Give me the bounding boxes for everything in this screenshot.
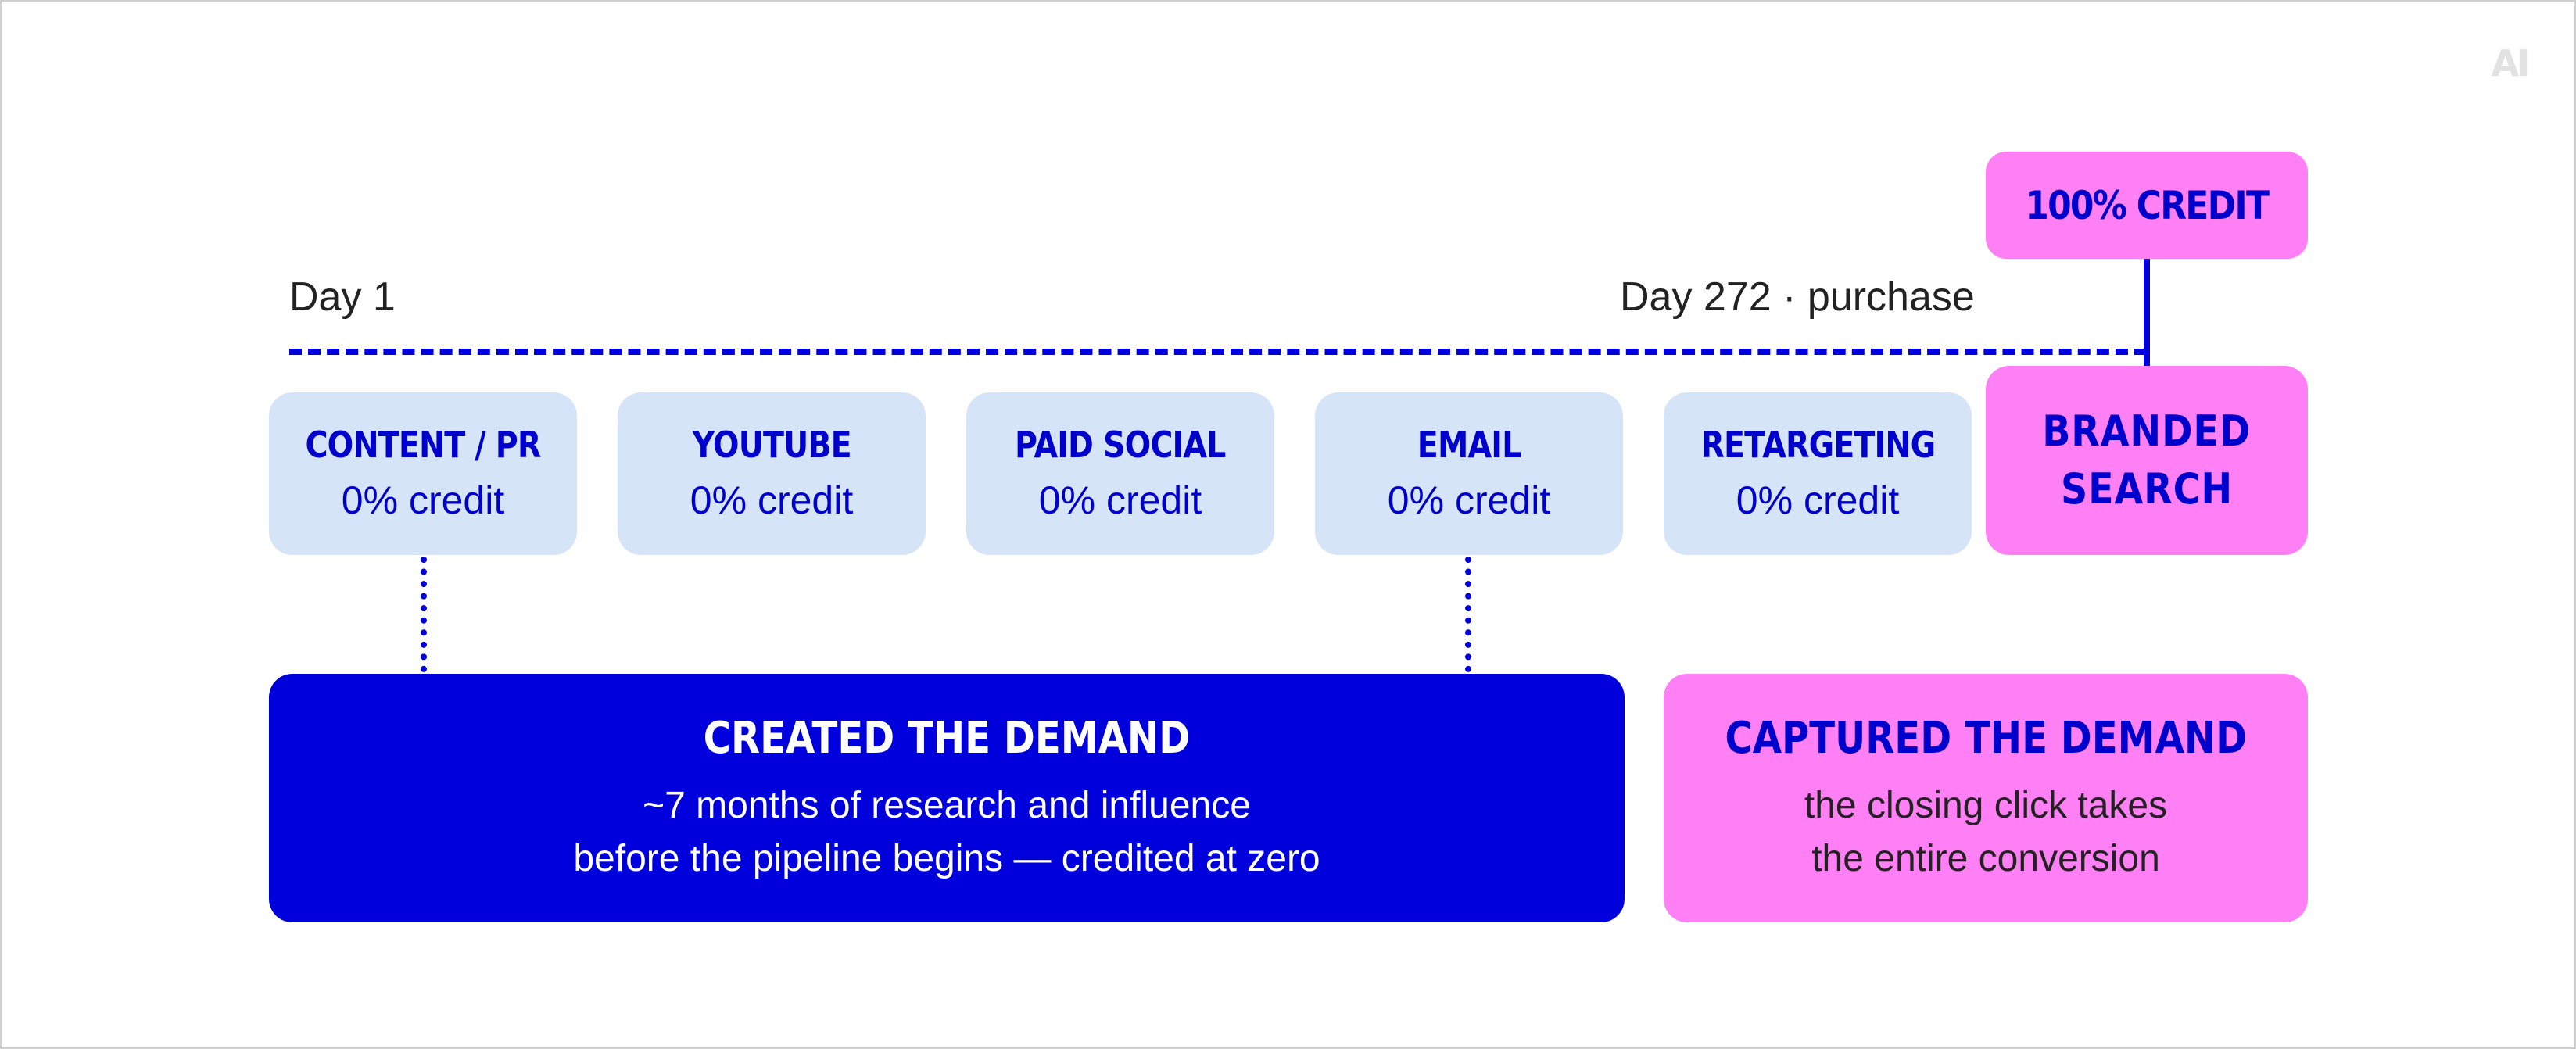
touchpoint-name: YOUTUBE xyxy=(692,424,851,466)
captured-demand-line-2: the entire conversion xyxy=(1811,838,2160,879)
touchpoint-credit: 0% credit xyxy=(341,478,505,522)
ai-logo: AI xyxy=(2491,42,2531,84)
created-demand-line-1: ~7 months of research and influence xyxy=(643,785,1251,826)
created-demand-line-2: before the pipeline begins — credited at… xyxy=(573,838,1320,879)
touchpoint-email: EMAIL 0% credit xyxy=(1315,392,1623,555)
touchpoint-retargeting: RETARGETING 0% credit xyxy=(1664,392,1972,555)
touchpoint-content-pr: CONTENT / PR 0% credit xyxy=(269,392,577,555)
timeline-start-label: Day 1 xyxy=(289,274,396,320)
captured-demand-panel: CAPTURED THE DEMAND the closing click ta… xyxy=(1664,674,2308,922)
branded-search-line-2: SEARCH xyxy=(2060,464,2233,514)
touchpoint-credit: 0% credit xyxy=(1038,478,1202,522)
touchpoint-credit: 0% credit xyxy=(690,478,854,522)
full-credit-tag: 100% CREDIT xyxy=(1986,152,2308,259)
touchpoint-credit: 0% credit xyxy=(1736,478,1900,522)
full-credit-label: 100% CREDIT xyxy=(2025,182,2270,228)
touchpoint-name: CONTENT / PR xyxy=(305,424,541,466)
captured-demand-line-1: the closing click takes xyxy=(1804,785,2168,826)
touchpoint-name: PAID SOCIAL xyxy=(1015,424,1226,466)
touchpoint-credit: 0% credit xyxy=(1387,478,1551,522)
touchpoint-youtube: YOUTUBE 0% credit xyxy=(618,392,926,555)
created-demand-panel: CREATED THE DEMAND ~7 months of research… xyxy=(269,674,1625,922)
timeline-end-label: Day 272 · purchase xyxy=(1620,274,1975,320)
created-demand-title: CREATED THE DEMAND xyxy=(703,713,1191,764)
touchpoint-paid-social: PAID SOCIAL 0% credit xyxy=(966,392,1274,555)
branded-search-line-1: BRANDED xyxy=(2042,406,2252,456)
timeline-dashed-line xyxy=(289,349,2147,355)
touchpoint-branded-search: BRANDED SEARCH xyxy=(1986,366,2308,555)
dotted-connector-email xyxy=(1465,557,1471,672)
touchpoint-name: EMAIL xyxy=(1417,424,1522,466)
touchpoint-name: RETARGETING xyxy=(1700,424,1936,466)
credit-connector-line xyxy=(2144,254,2150,367)
dotted-connector-content-pr xyxy=(421,557,427,672)
captured-demand-title: CAPTURED THE DEMAND xyxy=(1725,713,2247,764)
